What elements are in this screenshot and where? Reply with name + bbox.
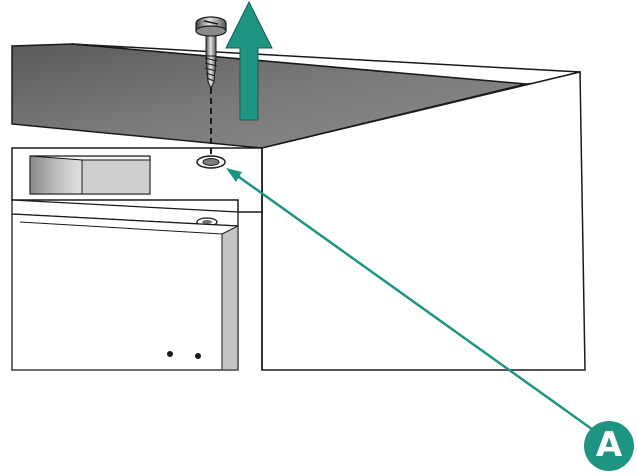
door-inner-edge xyxy=(19,221,223,235)
front-door-panel xyxy=(11,213,239,371)
callout-leader-arrowhead xyxy=(226,168,242,182)
rail-recess-shadow xyxy=(29,155,83,195)
door-edge-shadow xyxy=(221,225,239,371)
callout-letter: A xyxy=(595,425,623,465)
screw-icon xyxy=(195,16,227,90)
arrow-up-icon xyxy=(225,0,273,121)
screw-hole-top-inner xyxy=(202,158,220,166)
screw-hole-lower-inner xyxy=(202,220,212,224)
door-hole-left xyxy=(167,351,173,357)
callout-leader-line xyxy=(231,170,597,434)
rail-recess-inner xyxy=(81,159,151,195)
callout-badge-a: A xyxy=(584,421,634,471)
door-hole-right xyxy=(195,353,201,359)
